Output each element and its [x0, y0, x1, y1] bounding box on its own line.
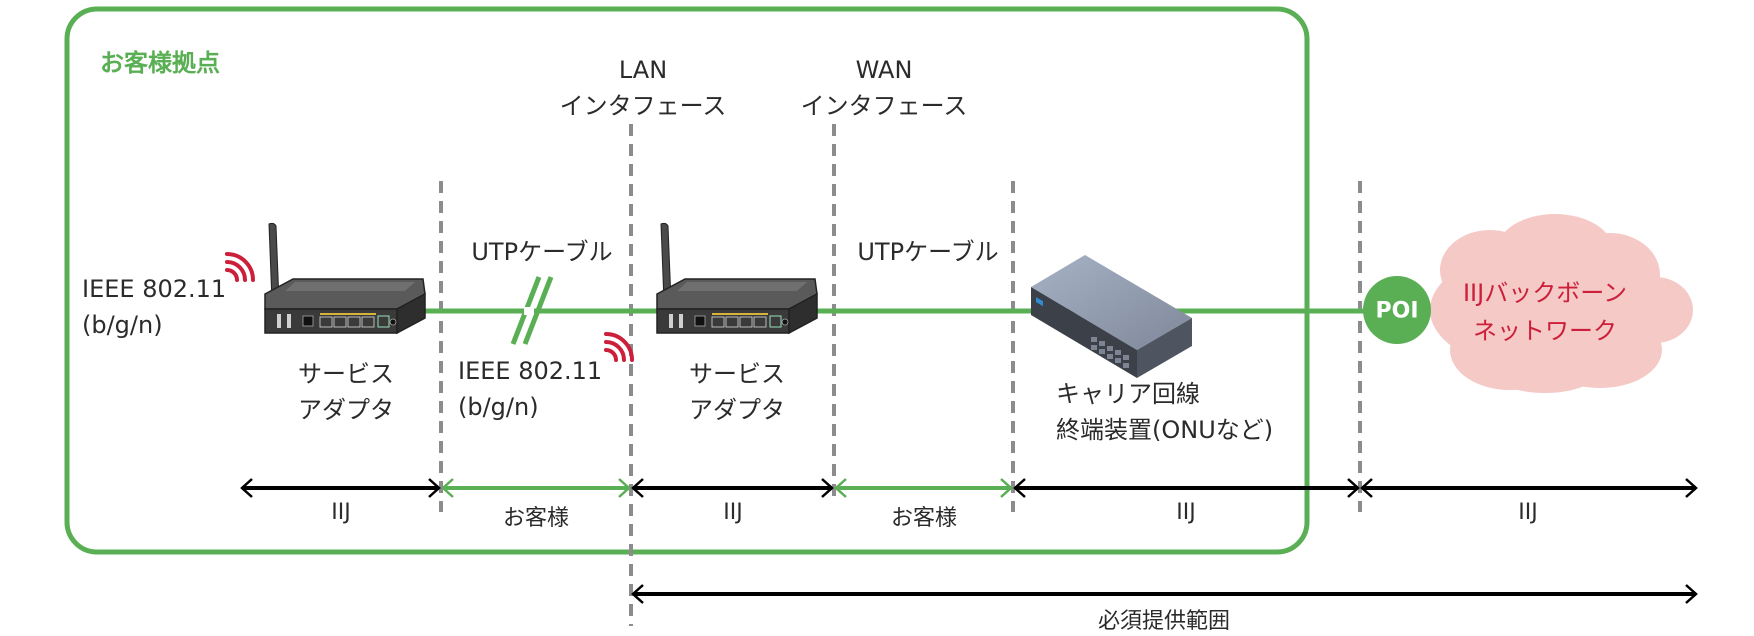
responsibility-arrow-customer [441, 478, 631, 498]
backbone-label-2: ネットワーク [1472, 317, 1617, 346]
customer-site-boundary [64, 6, 1310, 555]
onu-label-2: 終端装置(ONUなど) [1056, 416, 1274, 444]
responsibility-arrow-iij [1360, 478, 1698, 498]
adapter1-label-1: サービス [298, 360, 394, 388]
wifi-standard-label: IEEE 802.11 [458, 357, 603, 385]
required-scope-arrow [631, 584, 1698, 604]
router-icon [264, 222, 426, 335]
cloud-icon [1430, 214, 1693, 393]
responsibility-arrow-iij [631, 478, 834, 498]
lan-interface-label-2: インタフェース [559, 92, 727, 120]
utp-cable-label: UTPケーブル [857, 238, 999, 266]
wan-interface-label-1: WAN [855, 56, 913, 84]
wifi-bands-label: (b/g/n) [458, 393, 539, 421]
wan-interface-label-2: インタフェース [800, 92, 968, 120]
required-scope-label: 必須提供範囲 [1097, 609, 1231, 634]
responsibility-label: お客様 [502, 506, 570, 531]
onu-label-1: キャリア回線 [1056, 380, 1200, 408]
wifi-bands-label: (b/g/n) [82, 311, 163, 339]
wifi-standard-label: IEEE 802.11 [82, 275, 227, 303]
responsibility-label: IIJ [1176, 500, 1196, 525]
backbone-label: IIJバックボーン ネットワーク [1463, 274, 1627, 351]
responsibility-arrows [240, 478, 1698, 604]
responsibility-arrow-iij [240, 478, 441, 498]
poi-label: POI [1375, 298, 1419, 324]
poi-node [1363, 276, 1431, 344]
adapter2-label-2: アダプタ [689, 396, 785, 424]
router-icon [656, 222, 818, 335]
adapter2-label-1: サービス [689, 360, 785, 388]
responsibility-label: IIJ [723, 500, 743, 525]
site-title: お客様拠点 [100, 49, 220, 77]
onu-switch-icon [1031, 255, 1192, 378]
wifi-signal-icon [225, 252, 255, 282]
lan-interface-label-1: LAN [618, 56, 668, 84]
responsibility-label: IIJ [331, 500, 351, 525]
responsibility-label: お客様 [890, 506, 958, 531]
backbone-label-1: IIJバックボーン [1462, 279, 1628, 307]
responsibility-arrow-customer [834, 478, 1013, 498]
responsibility-arrow-iij [1013, 478, 1360, 498]
responsibility-label: IIJ [1518, 500, 1538, 525]
utp-cable-label: UTPケーブル [471, 238, 613, 266]
adapter1-label-2: アダプタ [298, 396, 394, 424]
wifi-signal-icon [604, 332, 634, 362]
